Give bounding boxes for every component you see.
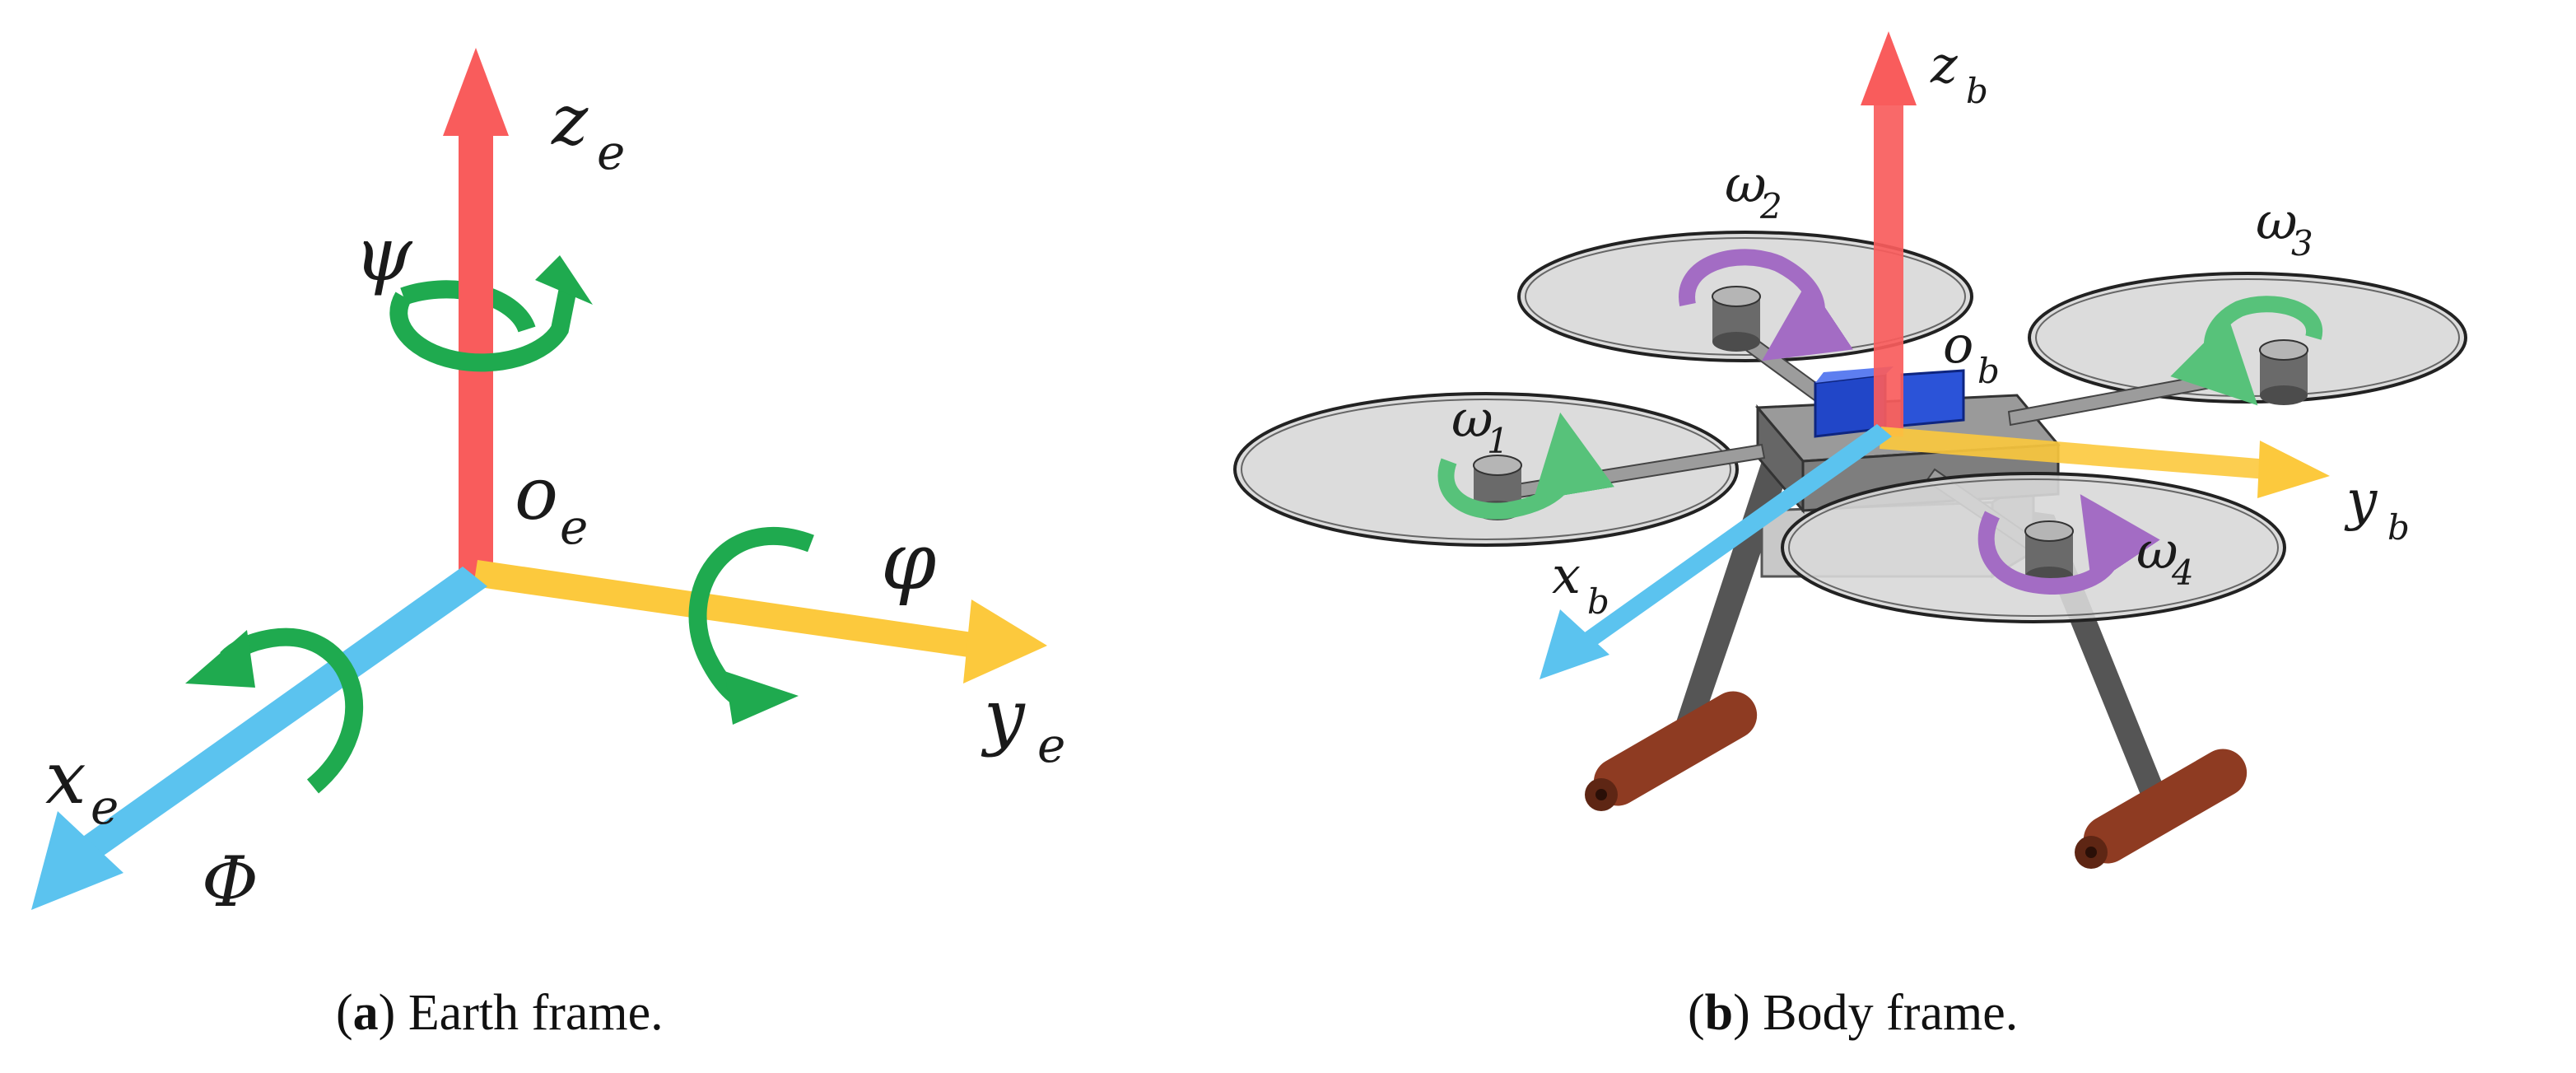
earth-frame-panel: z e ψ o e φ y e x e Φ [31, 48, 1065, 922]
motor-3 [2259, 339, 2308, 405]
xb-axis-arrow [1540, 424, 1892, 679]
landing-skid-front [1585, 691, 1758, 811]
caption-a-letter: a [352, 985, 379, 1041]
rotor1-rotation-arrow [1437, 412, 1614, 520]
yaw-label: ψ [354, 212, 413, 298]
caption-b-text: Body frame. [1749, 985, 2019, 1041]
roll-label: Φ [202, 842, 259, 922]
caption-b-letter: b [1704, 985, 1734, 1041]
omega4-subscript: 4 [2171, 553, 2194, 593]
oe-subscript: e [560, 499, 588, 555]
caption-a-text: Earth frame. [395, 985, 664, 1041]
omega2-subscript: 2 [1759, 186, 1782, 226]
zb-axis-arrow [1861, 31, 1917, 436]
omega3-subscript: 3 [2291, 223, 2313, 264]
ob-subscript: b [1977, 351, 2000, 391]
xe-label: x [45, 735, 86, 820]
xe-axis-arrow [31, 567, 487, 910]
ze-label: z [551, 80, 589, 161]
landing-skid-rear [2075, 749, 2248, 869]
body-frame-caption: (b) Body frame. [1688, 985, 2019, 1041]
yb-subscript: b [2387, 507, 2410, 548]
yb-axis-arrow [1880, 427, 2330, 498]
oe-label: o [515, 451, 558, 536]
ye-label: y [981, 674, 1026, 758]
roll-arrowhead [185, 630, 255, 688]
ye-subscript: e [1037, 717, 1065, 773]
yb-label: y [2344, 469, 2378, 532]
omega1-subscript: 1 [1487, 421, 1509, 461]
earth-frame-caption: (a) Earth frame. [336, 985, 664, 1041]
xe-subscript: e [91, 779, 119, 835]
xb-label: x [1552, 545, 1581, 605]
ye-axis-arrow [473, 560, 1047, 683]
ze-axis-arrow [443, 48, 509, 576]
zb-subscript: b [1966, 71, 1988, 111]
omega1-label: ω [1451, 389, 1493, 449]
yaw-rotation-arrow [389, 286, 577, 372]
pitch-arrowhead [724, 671, 799, 725]
ob-label: o [1943, 315, 1973, 375]
body-frame-panel: z b o b ω 2 ω 3 ω 1 ω 4 y b x b [1233, 31, 2467, 869]
ze-subscript: e [597, 124, 625, 180]
yaw-arrowhead [535, 255, 593, 305]
xb-subscript: b [1587, 581, 1609, 622]
rotor3-rotation-arrow [2170, 296, 2323, 406]
pitch-label: φ [881, 516, 936, 608]
controller-blocks [1814, 366, 1965, 438]
motor-2 [1712, 286, 1761, 352]
rotor4-rotation-arrow [1977, 494, 2160, 595]
omega2-label: ω [1725, 154, 1767, 214]
omega3-label: ω [2256, 191, 2298, 251]
omega4-label: ω [2136, 520, 2178, 581]
zb-label: z [1930, 35, 1958, 95]
propeller-3 [2028, 272, 2467, 404]
rotor2-rotation-arrow [1679, 249, 1854, 362]
